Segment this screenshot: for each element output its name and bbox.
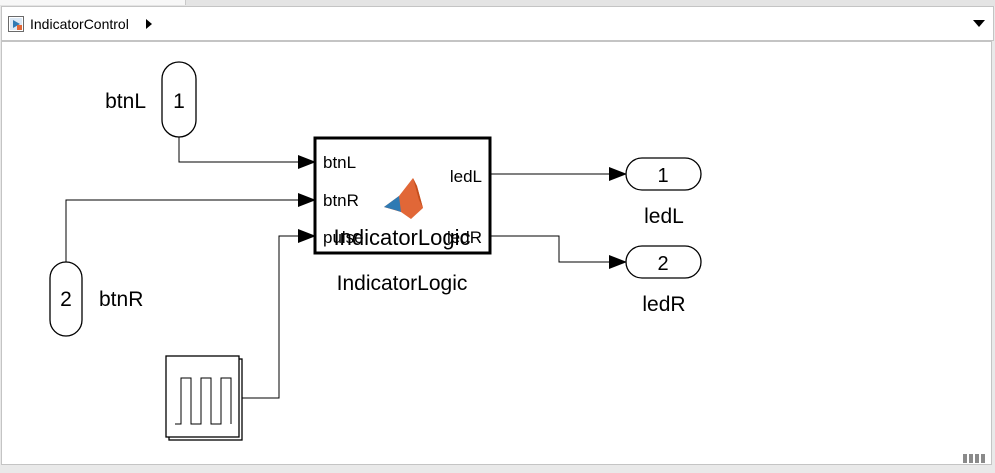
inport-label-btnL: btnL bbox=[105, 90, 146, 113]
outport-label-ledR: ledR bbox=[642, 293, 685, 316]
right-triangle-icon[interactable] bbox=[145, 18, 153, 30]
block-input-port-btnR: btnR bbox=[323, 191, 359, 210]
resize-grip-icon[interactable] bbox=[962, 452, 988, 464]
inport-block-btnL[interactable]: 1 bbox=[161, 61, 197, 138]
pulse-wave-icon bbox=[175, 377, 232, 425]
inport-number: 1 bbox=[173, 90, 185, 113]
outport-label-ledL: ledL bbox=[644, 205, 684, 228]
diagram-canvas[interactable]: 1 btnL 2 btnR btnL btnR pulse ledL ledR … bbox=[1, 41, 992, 465]
matlab-function-block[interactable]: btnL btnR pulse ledL ledR IndicatorLogic bbox=[313, 136, 492, 255]
block-output-port-ledR: ledR bbox=[447, 228, 482, 247]
inport-label-btnR: btnR bbox=[99, 288, 143, 311]
signal-line-ledR[interactable] bbox=[490, 235, 627, 269]
signal-line-pulse[interactable] bbox=[241, 229, 316, 399]
block-name-label[interactable]: IndicatorLogic bbox=[337, 272, 468, 295]
signal-line-btnL[interactable] bbox=[178, 137, 316, 169]
inport-block-btnR[interactable]: 2 bbox=[49, 261, 83, 337]
outport-block-ledL[interactable]: 1 bbox=[625, 157, 702, 191]
outport-number: 1 bbox=[657, 165, 668, 187]
pulse-generator-block[interactable] bbox=[165, 355, 243, 441]
model-breadcrumb-bar: IndicatorControl bbox=[1, 6, 994, 41]
outport-block-ledR[interactable]: 2 bbox=[625, 245, 702, 279]
block-input-port-btnL: btnL bbox=[323, 153, 356, 172]
signal-line-btnR[interactable] bbox=[65, 193, 316, 262]
top-tab-strip bbox=[0, 0, 995, 6]
block-output-port-ledL: ledL bbox=[450, 167, 482, 186]
block-input-port-pulse: pulse bbox=[323, 228, 364, 247]
breadcrumb-model-name[interactable]: IndicatorControl bbox=[30, 16, 129, 32]
inport-number: 2 bbox=[60, 288, 72, 311]
outport-number: 2 bbox=[657, 253, 668, 275]
simulink-model-icon[interactable] bbox=[8, 16, 24, 32]
matlab-logo-icon bbox=[384, 178, 423, 219]
block-diagram: 1 btnL 2 btnR btnL btnR pulse ledL ledR … bbox=[49, 61, 702, 441]
block-overlay-title: IndicatorLogic bbox=[334, 225, 471, 250]
down-triangle-icon[interactable] bbox=[972, 18, 986, 28]
signal-lines bbox=[65, 137, 627, 399]
active-tab[interactable] bbox=[0, 0, 186, 5]
